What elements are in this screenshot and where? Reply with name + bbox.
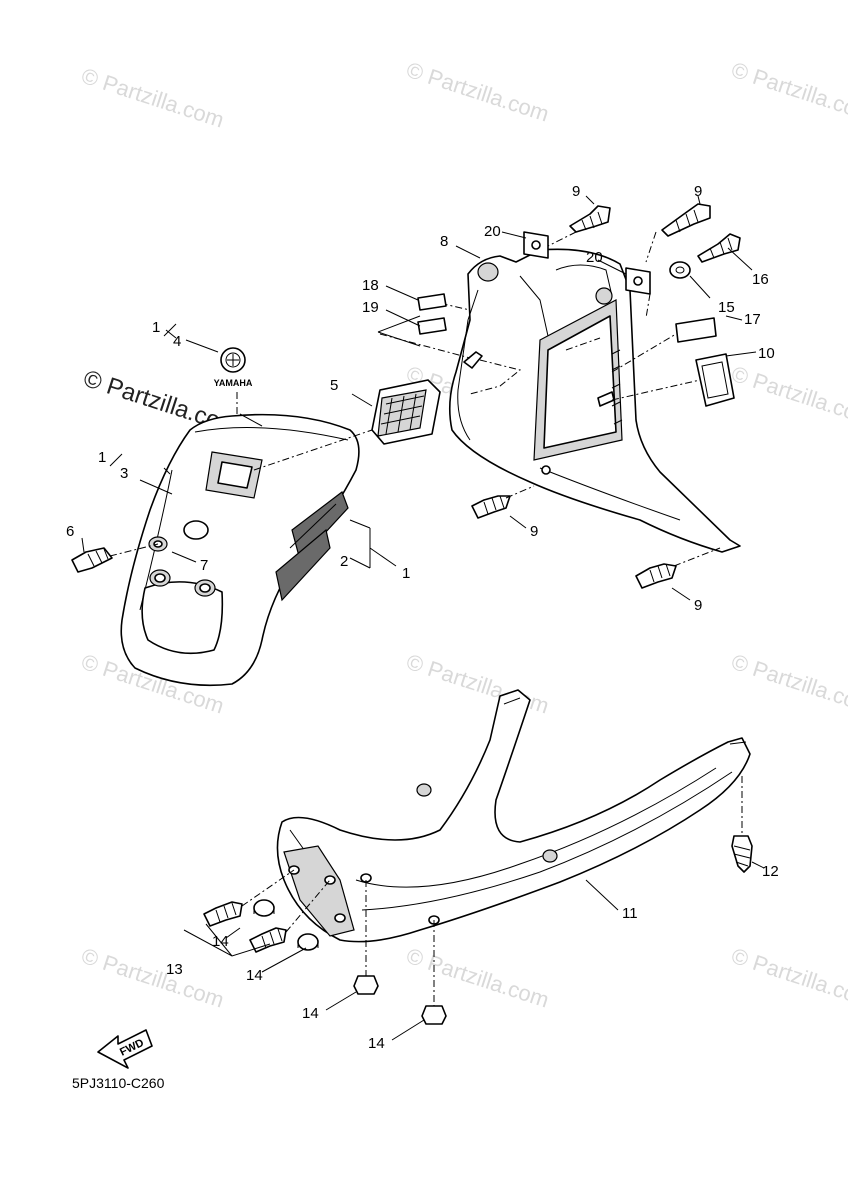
callout-19: 19 <box>362 299 379 316</box>
watermark: © Partzilla.com <box>403 57 552 127</box>
screw <box>731 835 753 873</box>
watermark: © Partzilla.com <box>403 649 552 719</box>
callout-11: 11 <box>622 905 638 922</box>
screw <box>697 233 741 263</box>
callout-1: 1 <box>402 565 410 582</box>
callout-20: 20 <box>586 249 603 266</box>
fwd-arrow-icon: FWD <box>97 1029 153 1069</box>
watermark: © Partzilla.com <box>728 649 848 719</box>
callout-9: 9 <box>572 183 580 200</box>
screw <box>71 547 113 573</box>
callout-12: 12 <box>762 863 779 880</box>
screw <box>661 203 711 237</box>
screw <box>249 927 287 953</box>
callout-1: 1 <box>152 319 160 336</box>
rivet <box>421 1005 447 1025</box>
watermark: © Partzilla.com <box>728 361 848 431</box>
watermark: © Partzilla.com <box>728 943 848 1013</box>
callout-8: 8 <box>440 233 448 250</box>
vent-grille <box>371 379 441 445</box>
damper <box>675 317 717 343</box>
yamaha-emblem: YAMAHA <box>214 347 253 388</box>
callout-6: 6 <box>66 523 74 540</box>
callout-9: 9 <box>694 183 702 200</box>
callouts: 1 4 1 3 5 6 7 2 1 8 20 9 9 20 16 15 17 1… <box>66 183 779 1052</box>
leader-lines <box>81 195 765 1041</box>
decal <box>417 317 447 335</box>
callout-10: 10 <box>758 345 775 362</box>
screw <box>471 495 511 519</box>
front-cover <box>120 413 360 687</box>
callout-14: 14 <box>302 1005 319 1022</box>
callout-13: 13 <box>166 961 183 978</box>
callout-2: 2 <box>340 553 348 570</box>
watermark: © Partzilla.com <box>728 57 848 127</box>
screw <box>569 205 611 233</box>
callout-16: 16 <box>752 271 769 288</box>
collar <box>625 267 651 295</box>
callout-14: 14 <box>246 967 263 984</box>
washer <box>669 261 691 279</box>
decal <box>417 293 447 311</box>
diagram-code: 5PJ3110-C260 <box>72 1075 165 1091</box>
callout-14: 14 <box>368 1035 385 1052</box>
callout-4: 4 <box>173 333 181 350</box>
under-cover <box>276 689 751 943</box>
callout-9: 9 <box>694 597 702 614</box>
rivet <box>353 975 379 995</box>
screw <box>203 901 243 927</box>
callout-1: 1 <box>98 449 106 466</box>
callout-20: 20 <box>484 223 501 240</box>
screw <box>635 563 677 589</box>
callout-14: 14 <box>212 933 229 950</box>
collar <box>523 231 549 259</box>
rivet <box>297 933 319 951</box>
watermark: © Partzilla.com <box>403 943 552 1013</box>
watermark: © Partzilla.com <box>78 63 227 133</box>
callout-15: 15 <box>718 299 735 316</box>
inner-panel <box>448 248 741 553</box>
callout-17: 17 <box>744 311 761 328</box>
callout-18: 18 <box>362 277 379 294</box>
callout-5: 5 <box>330 377 338 394</box>
callout-3: 3 <box>120 465 128 482</box>
watermark: © Partzilla.com <box>78 943 227 1013</box>
cushion <box>695 353 735 407</box>
callout-7: 7 <box>200 557 208 574</box>
emblem-text: YAMAHA <box>214 378 253 388</box>
rivet <box>253 899 275 917</box>
callout-9: 9 <box>530 523 538 540</box>
